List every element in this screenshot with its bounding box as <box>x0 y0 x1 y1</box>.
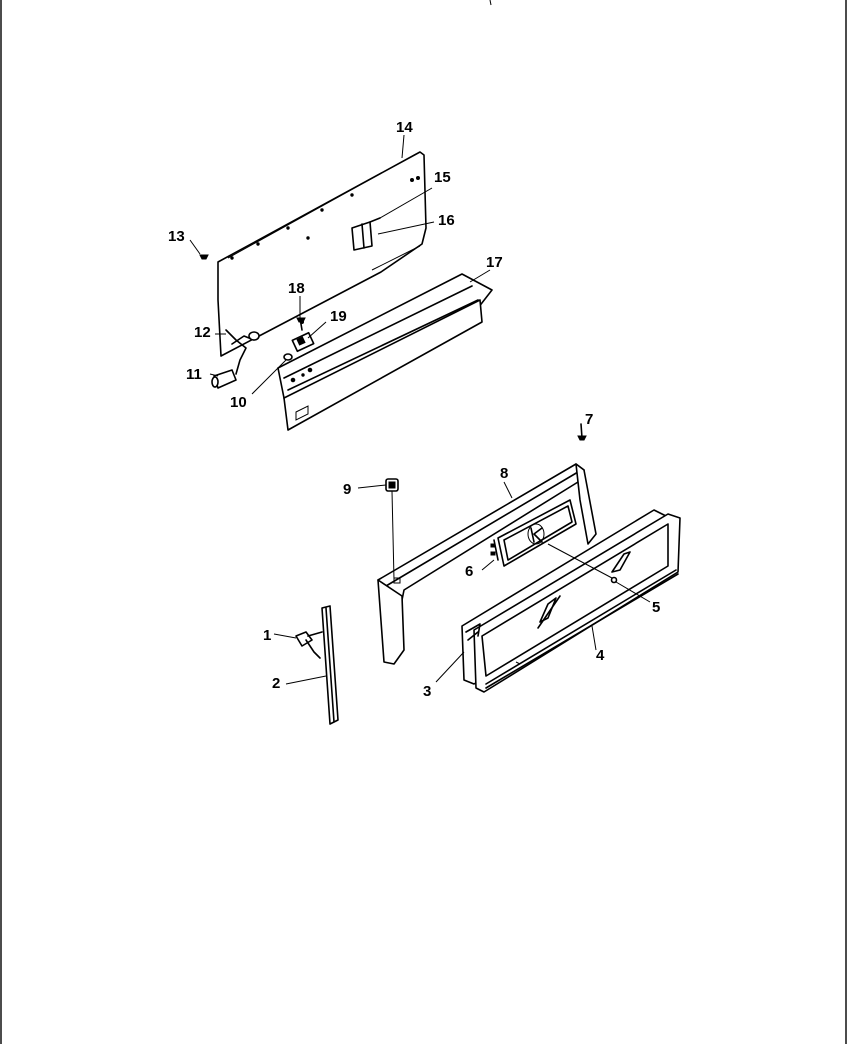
callout-2: 2 <box>272 675 280 692</box>
callout-11: 11 <box>186 366 202 383</box>
clock-part <box>490 499 577 567</box>
callout-1: 1 <box>263 627 271 644</box>
callout-5: 5 <box>652 599 660 616</box>
callout-17: 17 <box>486 254 503 271</box>
callout-19: 19 <box>330 308 347 325</box>
callout-12: 12 <box>194 324 211 341</box>
bracket-part <box>351 217 381 251</box>
callout-10: 10 <box>230 394 247 411</box>
callout-7: 7 <box>585 411 593 428</box>
leader-lines <box>189 134 651 685</box>
page-tick <box>489 0 492 6</box>
callout-6: 6 <box>465 563 473 580</box>
washer-part <box>283 353 293 361</box>
control-housing-part <box>277 273 493 431</box>
callout-8: 8 <box>500 465 508 482</box>
back-panel-part <box>217 151 427 357</box>
glass-frame-part <box>461 509 681 693</box>
callout-4: 4 <box>596 647 605 664</box>
callout-18: 18 <box>288 280 305 297</box>
wiring-part <box>211 329 260 389</box>
screw-7-part <box>577 423 587 441</box>
callout-9: 9 <box>343 481 351 498</box>
callout-16: 16 <box>438 212 455 229</box>
callout-15: 15 <box>434 169 451 186</box>
panel-frame-part <box>377 463 597 665</box>
callout-13: 13 <box>168 228 185 245</box>
clip-9-part <box>385 478 399 581</box>
callout-3: 3 <box>423 683 431 700</box>
callout-labels: 14 15 16 13 17 18 19 12 11 10 7 8 9 6 5 … <box>168 119 660 700</box>
side-trim-part <box>295 605 339 725</box>
callout-14: 14 <box>396 119 413 136</box>
screw-13-part <box>199 254 209 260</box>
